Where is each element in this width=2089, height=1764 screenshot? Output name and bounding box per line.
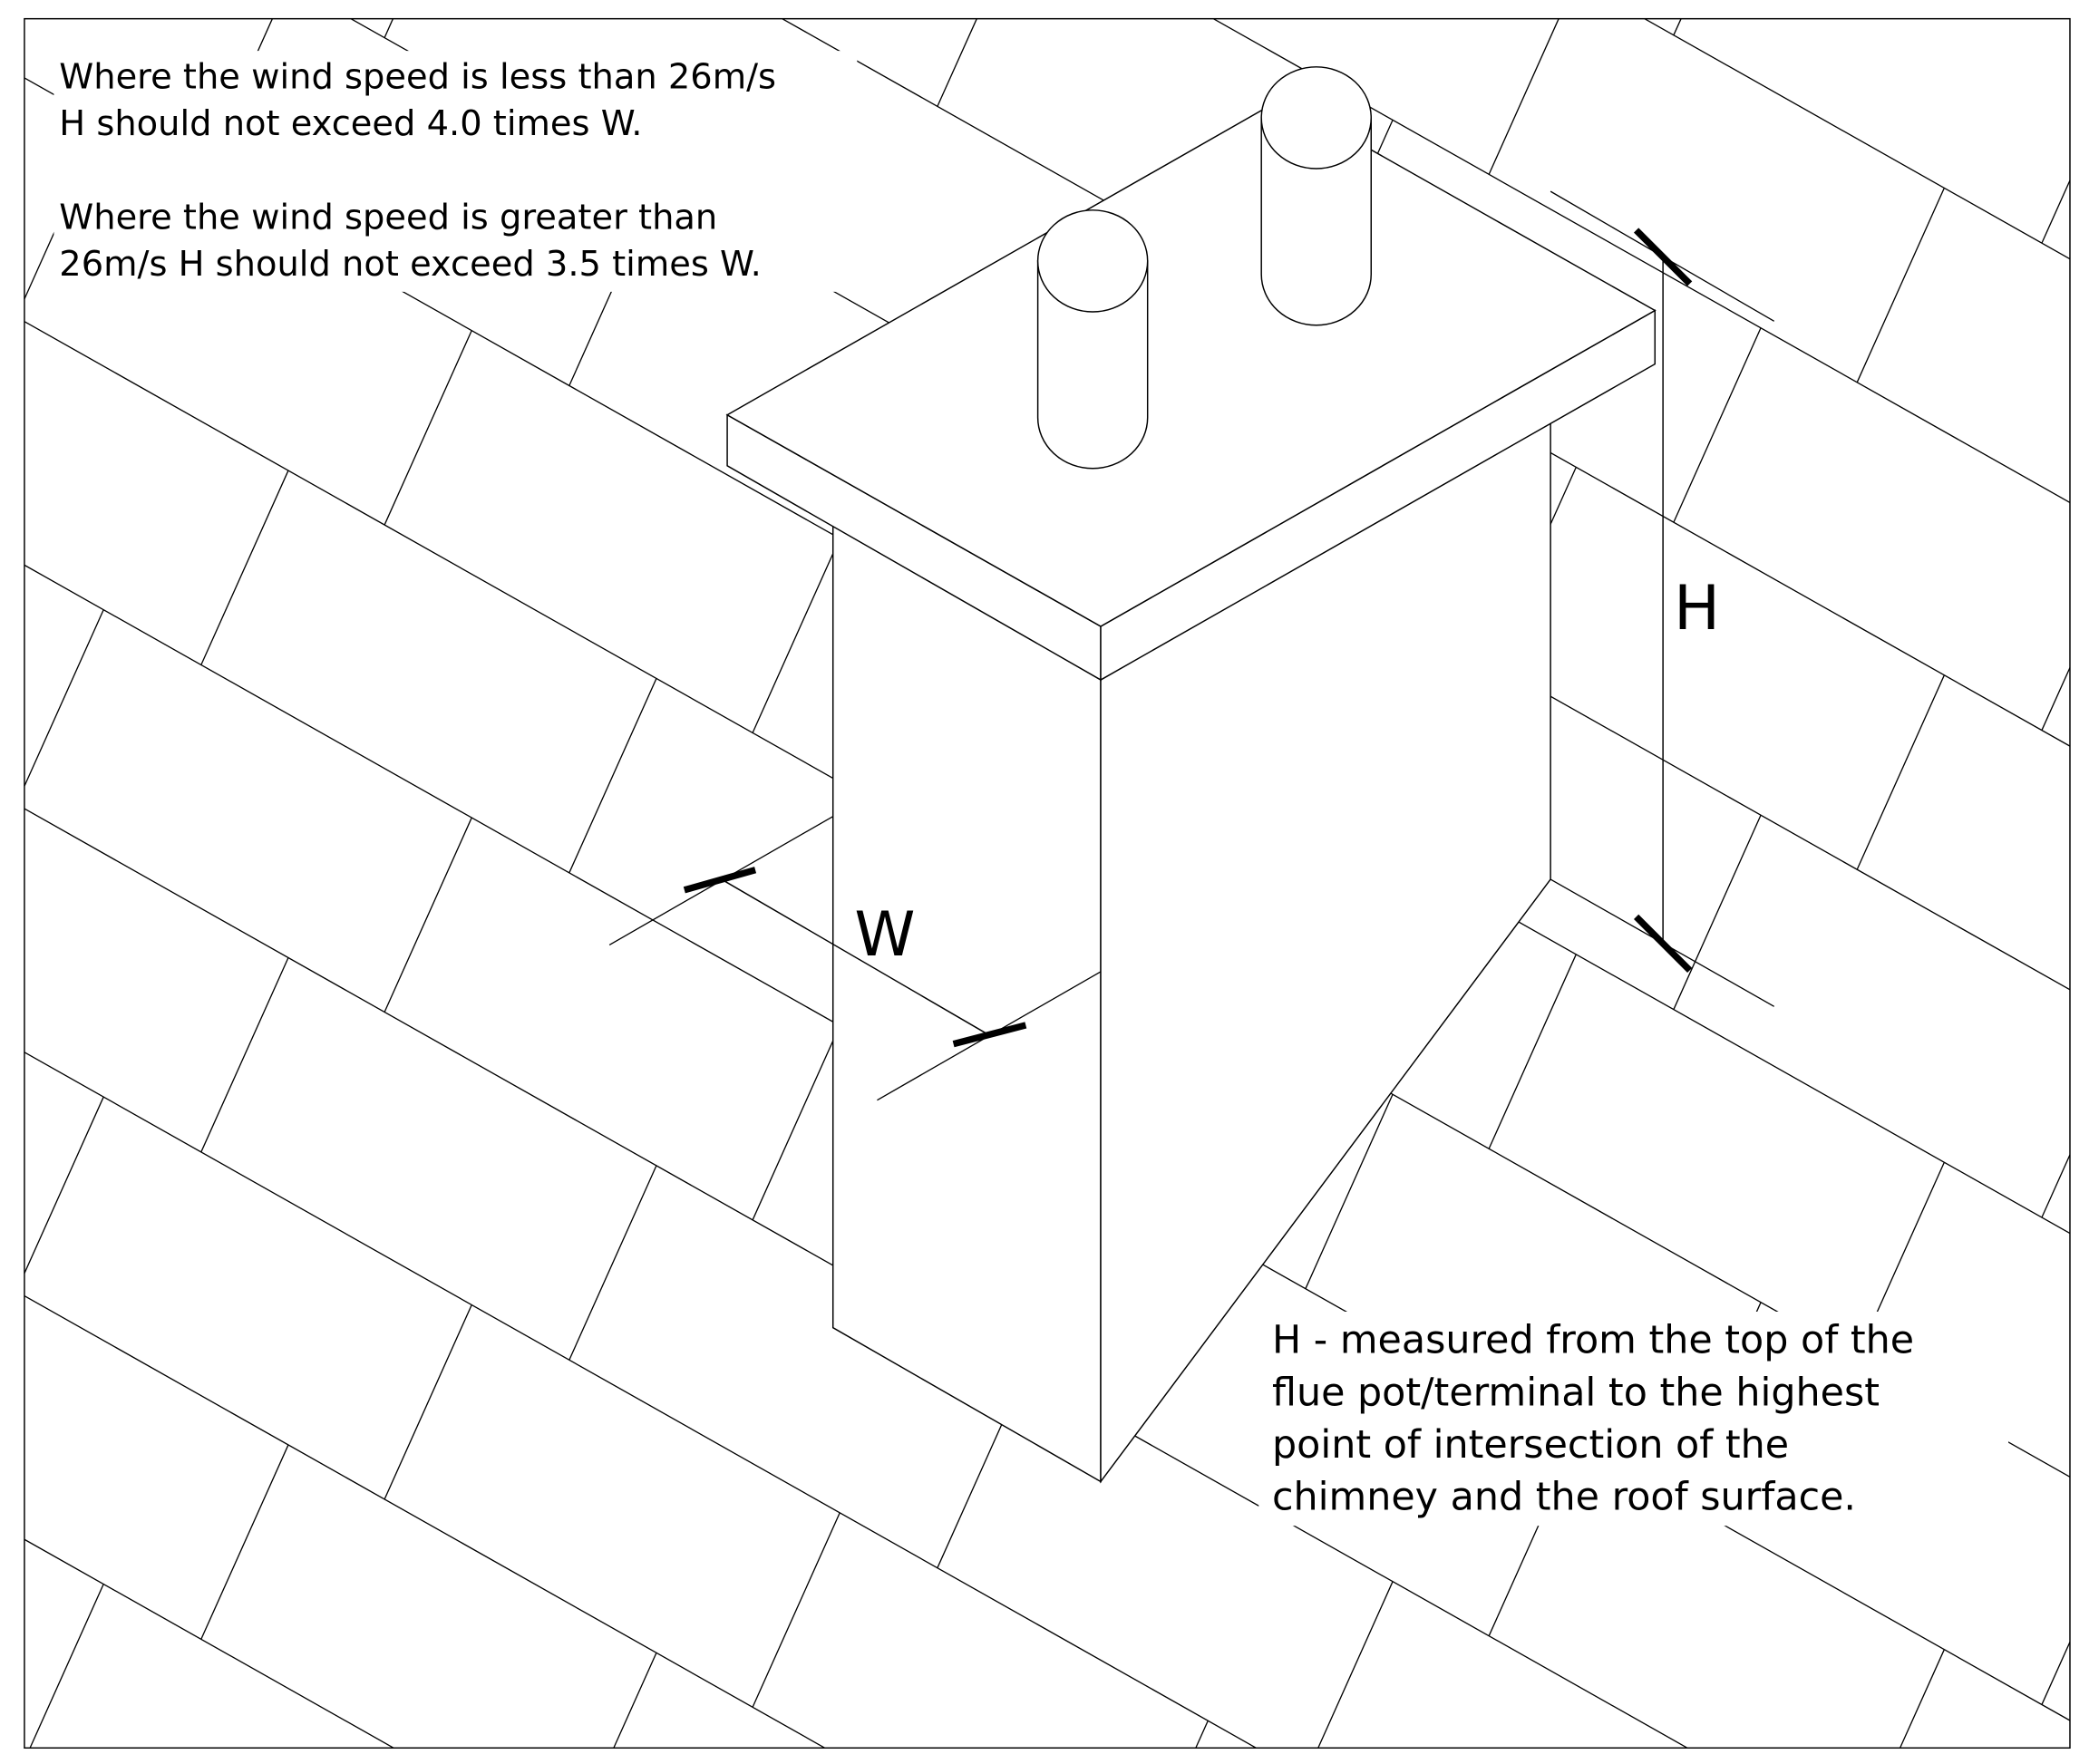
- height-label: H: [1674, 573, 1720, 645]
- tile-joint-line: [1305, 1094, 1394, 1289]
- tile-joint-line: [384, 1304, 472, 1500]
- tile-joint-line: [2041, 1154, 2071, 1218]
- tile-joint-line: [1317, 1581, 1394, 1749]
- note-line-3: Where the wind speed is greater than: [59, 197, 717, 237]
- tile-joint-line: [1856, 188, 1945, 383]
- tile-joint-line: [1488, 954, 1577, 1149]
- tile-course-line: [24, 1538, 394, 1749]
- drawing-frame: [24, 17, 2071, 1749]
- tile-joint-line: [200, 957, 289, 1153]
- chimney-left-face: [831, 520, 1102, 1483]
- caption-line-2: flue pot/terminal to the highest: [1272, 1370, 1880, 1415]
- tile-joint-line: [2041, 1642, 2071, 1705]
- tile-joint-line: [568, 678, 657, 874]
- tile-joint-line: [200, 1445, 289, 1640]
- tile-joint-line: [2041, 179, 2071, 244]
- tile-joint-line: [1673, 18, 1682, 35]
- caption-background: [1258, 1311, 2009, 1527]
- caption-line-4: chimney and the roof surface.: [1272, 1474, 1856, 1519]
- tile-joint-line: [752, 538, 840, 733]
- caption-line-3: point of intersection of the: [1272, 1422, 1789, 1468]
- tile-joint-line: [384, 330, 472, 526]
- chimney-cap-top: [725, 98, 1657, 627]
- height-tick-top: [1633, 228, 1693, 286]
- tile-joint-line: [1673, 327, 1762, 523]
- tile-joint-line: [1673, 815, 1762, 1010]
- tile-joint-line: [1195, 1720, 1209, 1749]
- tile-joint-line: [1488, 18, 1559, 175]
- tile-joint-line: [24, 1097, 104, 1274]
- flue-pot-back: [1260, 66, 1372, 326]
- tile-course-line: [1644, 18, 2071, 260]
- tile-joint-line: [384, 818, 472, 1013]
- note-line-4: 26m/s H should not exceed 3.5 times W.: [59, 244, 761, 285]
- tile-joint-line: [568, 1165, 657, 1361]
- note-line-1: Where the wind speed is less than 26m/s: [59, 56, 776, 97]
- tile-joint-line: [200, 470, 289, 665]
- flue-pot-front: [1036, 209, 1149, 470]
- chimney-stack: [725, 98, 1657, 1484]
- width-tick-left: [683, 867, 757, 894]
- tile-joint-line: [752, 1025, 840, 1221]
- notes-background: [53, 51, 858, 292]
- width-tick-right: [952, 1022, 1027, 1048]
- tile-joint-line: [1900, 1649, 1945, 1749]
- height-dimension: [1550, 190, 1775, 1007]
- tile-joint-line: [613, 1653, 657, 1749]
- caption-line-1: H - measured from the top of the: [1272, 1318, 1914, 1363]
- tile-joint-line: [1856, 674, 1945, 870]
- tile-joint-line: [24, 609, 104, 787]
- width-label: W: [854, 899, 915, 971]
- note-line-2: H should not exceed 4.0 times W.: [59, 103, 642, 144]
- tile-course-line: [24, 1294, 826, 1749]
- height-tick-bottom: [1633, 914, 1693, 974]
- measurement-caption: H - measured from the top of the flue po…: [1272, 1318, 1914, 1520]
- tile-joint-line: [937, 18, 977, 107]
- width-dimension: [608, 816, 1102, 1101]
- wind-speed-notes: Where the wind speed is less than 26m/s …: [59, 56, 776, 285]
- tile-joint-line: [752, 1512, 840, 1708]
- tile-joint-line: [29, 1584, 104, 1749]
- tile-joint-line: [2041, 667, 2071, 731]
- tile-joint-line: [384, 18, 394, 38]
- tile-course-line: [24, 1052, 1257, 1749]
